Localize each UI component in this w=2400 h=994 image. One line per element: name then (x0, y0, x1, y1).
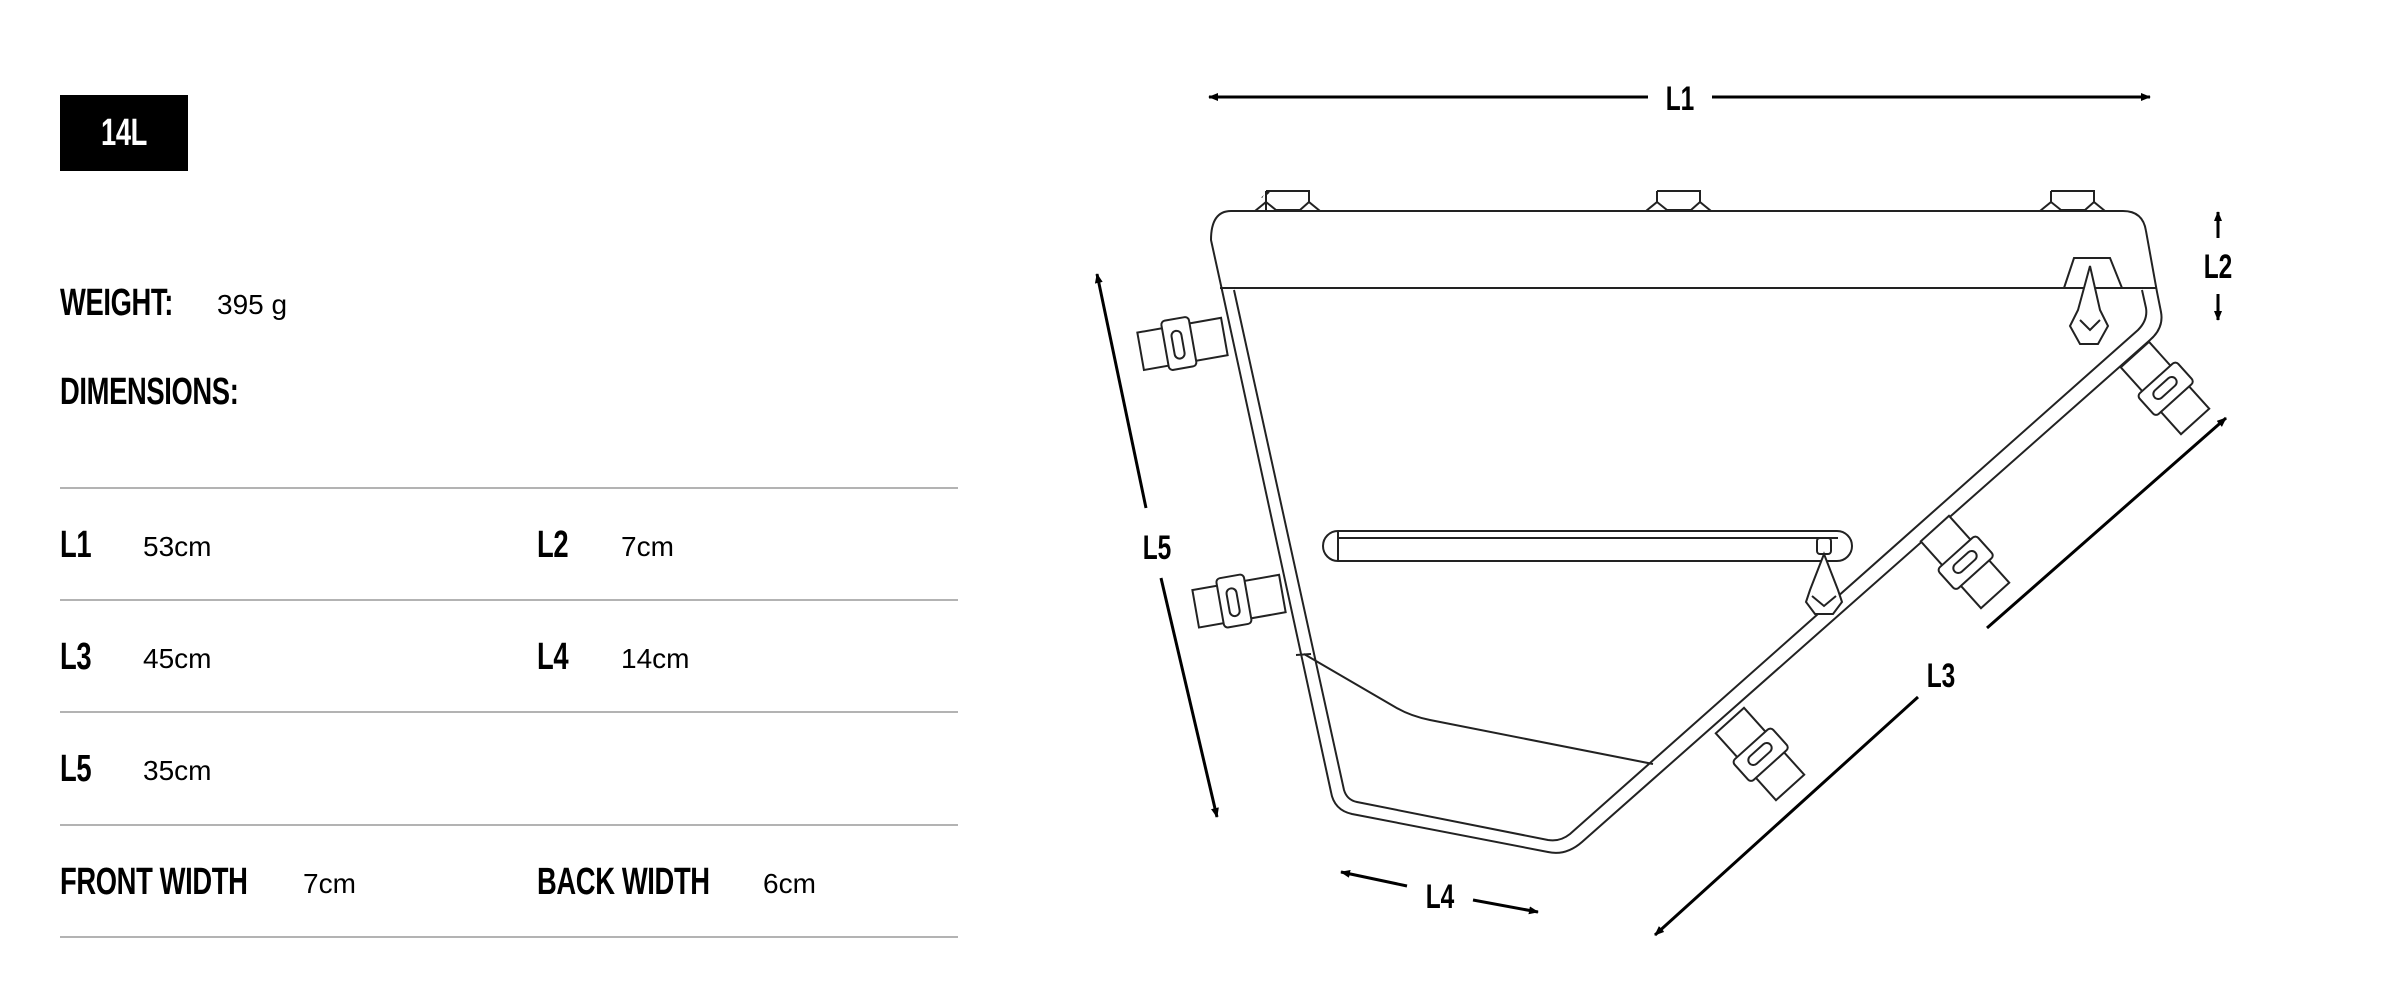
weight-value: 395 g (217, 289, 288, 320)
divider (60, 487, 958, 489)
strap (2119, 340, 2211, 436)
dim-label-l4-diagram: L4 (1426, 878, 1455, 916)
dim-value-l5: 35cm (143, 755, 212, 786)
dim-label-l4: L4 (537, 636, 569, 678)
dim-label-l2: L2 (537, 524, 569, 566)
l4-arrow-left (1340, 869, 1408, 888)
dim-label-front-width: FRONT WIDTH (60, 861, 248, 903)
dim-label-l1-diagram: L1 (1666, 80, 1695, 118)
divider (60, 936, 958, 938)
l3-arrow-down (1653, 695, 1920, 937)
l3-arrow-up (1986, 416, 2227, 630)
l4-arrow-right (1472, 898, 1539, 915)
dim-label-back-width: BACK WIDTH (537, 861, 710, 903)
capacity-label: 14L (100, 111, 148, 154)
weight-label: WEIGHT: (60, 282, 173, 324)
dim-value-l4: 14cm (621, 643, 690, 674)
dim-value-l2: 7cm (621, 531, 674, 562)
dim-label-l2-diagram: L2 (2204, 248, 2233, 286)
pocket-zipper (1322, 530, 1853, 615)
divider (60, 824, 958, 826)
divider (60, 599, 958, 601)
strap (1136, 316, 1229, 372)
strap (1714, 706, 1806, 802)
dim-label-l1: L1 (60, 524, 92, 566)
dim-label-l5: L5 (60, 748, 92, 790)
l5-arrow-down (1159, 577, 1219, 818)
dim-value-back-width: 6cm (763, 868, 816, 899)
top-tabs (1254, 190, 2106, 212)
dim-label-l5-diagram: L5 (1143, 529, 1172, 567)
dim-value-front-width: 7cm (303, 868, 356, 899)
dimensions-heading: DIMENSIONS: (60, 371, 239, 413)
strap (1919, 514, 2011, 610)
dim-value-l1: 53cm (143, 531, 212, 562)
dim-label-l3-diagram: L3 (1927, 657, 1956, 695)
bag-outline (1136, 189, 2211, 854)
strap (1191, 573, 1287, 629)
top-zipper-pull (2063, 257, 2123, 345)
l5-arrow-up (1094, 273, 1148, 509)
capacity-badge: 14L (60, 95, 188, 171)
dim-label-l3: L3 (60, 636, 92, 678)
divider (60, 711, 958, 713)
dim-value-l3: 45cm (143, 643, 212, 674)
